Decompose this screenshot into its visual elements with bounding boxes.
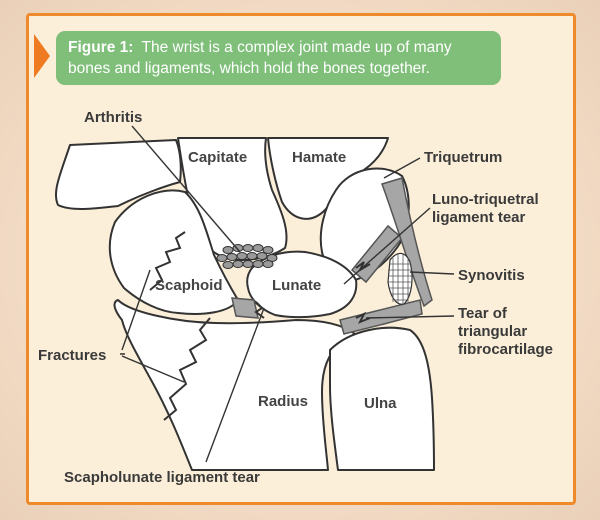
tfcc-label-1: Tear of [458,305,508,322]
tfcc-label-3: fibrocartilage [458,341,553,358]
fractures-leader [120,269,185,383]
arthritis-label: Arthritis [84,109,142,126]
sl-tear-zigzag [254,301,265,319]
lunate-bone [246,250,358,319]
luno-triquetral-leader [343,207,431,285]
ulnar-ligament [381,177,433,308]
scaphoid-label: Scaphoid [155,277,223,294]
synovitis-leader [409,271,455,275]
caption-arrow-icon [34,34,50,78]
ulna-bone [329,326,435,471]
hamate-label: Hamate [292,149,346,166]
arthritis-cluster [216,244,278,269]
scapholunate-label: Scapholunate ligament tear [64,469,260,486]
synovitis-area [387,252,413,305]
tfcc-leader [365,315,455,319]
caption-text: The wrist is a complex joint made up of … [68,39,452,77]
radius-fracture-line [163,317,211,421]
lunate-label: Lunate [272,277,321,294]
scaphoid-fracture-line [149,231,186,291]
scapholunate-leader [205,307,265,463]
capitate-label: Capitate [188,149,247,166]
trapezoid-bone [54,139,182,210]
arthritis-leader [131,125,241,253]
synovitis-label: Synovitis [458,267,525,284]
triquetrum-leader [383,157,421,179]
luno-triquetral-label-2: ligament tear [432,209,526,226]
radius-label: Radius [258,393,308,410]
figure-caption: Figure 1: The wrist is a complex joint m… [56,31,501,85]
fractures-label: Fractures [38,347,106,364]
scapholunate-ligament [231,297,259,319]
luno-triquetral-label-1: Luno-triquetral [432,191,539,208]
figure-label: Figure 1: [68,39,134,56]
ulna-label: Ulna [364,395,397,412]
lt-tear-zigzag [355,261,371,273]
tfcc-tear-zigzag [355,311,371,324]
tfcc-label-2: triangular [458,323,527,340]
triquetrum-label: Triquetrum [424,149,502,166]
